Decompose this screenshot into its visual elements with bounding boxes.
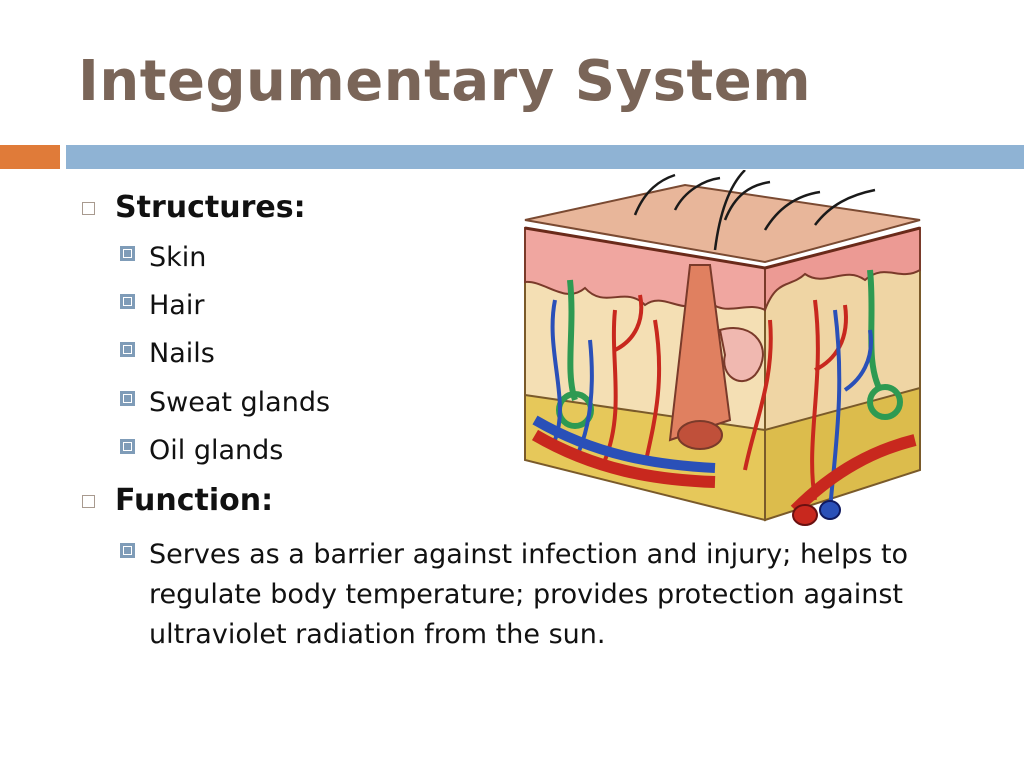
accent-bar-blue — [66, 145, 1024, 169]
square-bullet-icon — [120, 391, 135, 406]
function-description: Serves as a barrier against infection an… — [149, 539, 909, 650]
list-item-label: Sweat glands — [149, 387, 331, 418]
list-item-label: Skin — [149, 242, 207, 273]
square-bullet-icon — [120, 342, 135, 357]
list-item: Skin — [120, 238, 206, 278]
section-heading-label: Function: — [115, 483, 274, 518]
hollow-square-bullet-icon — [82, 202, 95, 215]
slide-title: Integumentary System — [78, 49, 812, 114]
section-structures-heading: Structures: — [82, 190, 306, 225]
square-bullet-icon — [120, 294, 135, 309]
list-item: Sweat glands — [120, 383, 330, 423]
list-item-label: Hair — [149, 290, 205, 321]
section-heading-label: Structures: — [115, 190, 306, 225]
square-bullet-icon — [120, 543, 135, 558]
hollow-square-bullet-icon — [82, 495, 95, 508]
section-function-heading: Function: — [82, 483, 273, 518]
list-item: Oil glands — [120, 431, 283, 471]
skin-cross-section-illustration — [524, 170, 921, 526]
list-item-label: Oil glands — [149, 435, 284, 466]
list-item: Serves as a barrier against infection an… — [120, 535, 949, 655]
list-item-label: Nails — [149, 338, 215, 369]
square-bullet-icon — [120, 439, 135, 454]
list-item: Hair — [120, 286, 204, 326]
square-bullet-icon — [120, 246, 135, 261]
accent-bar-orange — [0, 145, 60, 169]
list-item: Nails — [120, 334, 215, 374]
